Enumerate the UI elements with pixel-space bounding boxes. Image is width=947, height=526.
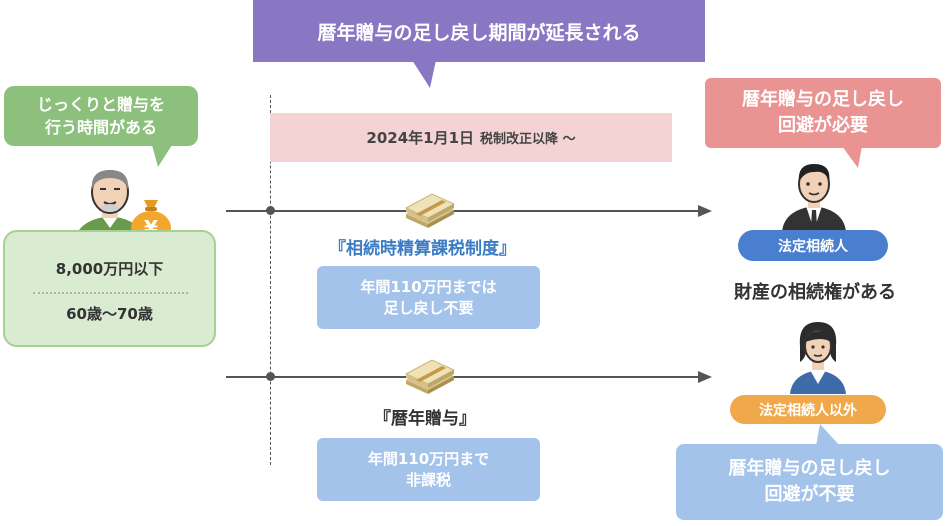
non-heir-label: 法定相続人以外	[759, 402, 857, 419]
system-title-annual-gift: 『暦年贈与』	[374, 409, 476, 429]
arrow-head-1	[698, 205, 712, 217]
system-note-settlement: 年間110万円までは 足し戻し不要	[317, 266, 540, 329]
arrow-head-2	[698, 371, 712, 383]
arrow-line-1	[226, 210, 700, 212]
arrow-line-2	[226, 376, 700, 378]
donor-info-box: 8,000万円以下 60歳～70歳	[3, 230, 216, 347]
system-note-settlement-text: 年間110万円までは 足し戻し不要	[360, 277, 497, 317]
heir-bubble-tail	[842, 146, 862, 168]
left-bubble-text: じっくりと贈与を 行う時間がある	[36, 95, 165, 137]
age-range: 60歳～70歳	[66, 305, 153, 323]
system-note-annual-gift: 年間110万円まで 非課税	[317, 438, 540, 501]
banner-text: 暦年贈与の足し戻し期間が延長される	[317, 21, 641, 44]
timeline-dot-1	[266, 206, 275, 215]
non-heir-bubble-tail	[816, 424, 840, 446]
businessman-icon	[778, 160, 850, 236]
date-band: 2024年1月1日 税制改正以降 ～	[270, 113, 672, 162]
money-stack-icon	[402, 188, 458, 228]
left-speech-bubble: じっくりと贈与を 行う時間がある	[4, 86, 198, 146]
heir-description: 財産の相続権がある	[734, 282, 896, 303]
timeline-marker-line	[270, 95, 271, 465]
asset-amount: 8,000万円以下	[55, 260, 164, 278]
money-stack-icon	[402, 354, 458, 394]
heir-bubble-text: 暦年贈与の足し戻し 回避が必要	[742, 89, 904, 136]
timeline-dot-2	[266, 372, 275, 381]
title-banner: 暦年贈与の足し戻し期間が延長される	[253, 0, 705, 62]
non-heir-bubble-text: 暦年贈与の足し戻し 回避が不要	[728, 458, 891, 505]
banner-tail	[412, 60, 436, 88]
date-main: 2024年1月1日	[366, 129, 475, 147]
heir-label-pill: 法定相続人	[738, 230, 888, 261]
woman-icon	[786, 318, 850, 398]
non-heir-speech-bubble: 暦年贈与の足し戻し 回避が不要	[676, 444, 943, 520]
heir-speech-bubble: 暦年贈与の足し戻し 回避が必要	[705, 78, 941, 148]
non-heir-label-pill: 法定相続人以外	[730, 395, 886, 424]
heir-label: 法定相続人	[778, 238, 848, 255]
left-bubble-tail	[152, 145, 172, 167]
info-divider	[33, 292, 188, 294]
system-title-settlement: 『相続時精算課税制度』	[329, 239, 516, 259]
system-note-annual-gift-text: 年間110万円まで 非課税	[367, 449, 490, 489]
date-suffix: 税制改正以降 ～	[480, 132, 576, 147]
